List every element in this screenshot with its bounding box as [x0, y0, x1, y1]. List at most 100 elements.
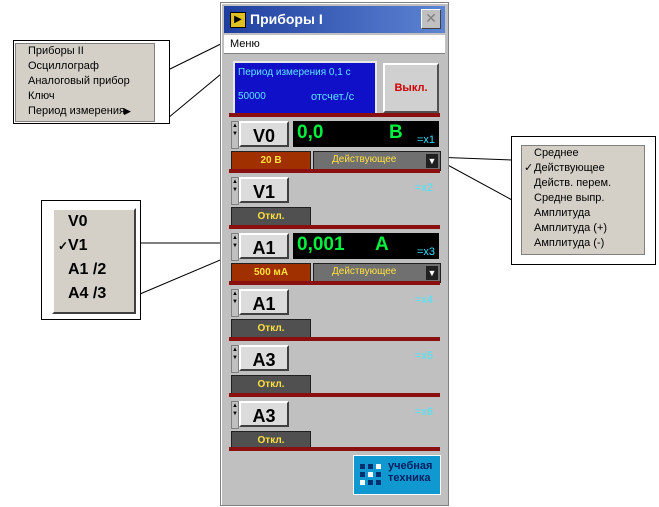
top-panel: Период измерения 0,1 с 50000 отсчет./с В… [233, 61, 439, 115]
range-selector[interactable]: 500 мА [231, 263, 311, 283]
divider [229, 169, 440, 173]
menu-item-label: Аналоговый прибор [28, 75, 130, 87]
channel-option-v1[interactable]: ✓V1 [54, 234, 134, 258]
check-icon: ✓ [524, 162, 534, 174]
dropdown-arrow-icon[interactable]: ▼ [426, 154, 438, 168]
multiplier-label: =x6 [414, 406, 433, 418]
menu-item-oscillograph[interactable]: Осциллограф [16, 59, 154, 74]
channel-6: ▲▼ A3 =x6 Откл. [229, 393, 441, 451]
mode-selector[interactable]: Действующее ▼ [313, 151, 441, 171]
channel-option-label: V0 [68, 213, 88, 230]
multiplier-label: =x2 [414, 182, 433, 194]
submenu-arrow-icon: ▶ [124, 106, 131, 116]
mode-value: Действующее [332, 266, 397, 277]
channel-name[interactable]: V0 [239, 121, 289, 147]
measured-unit: A [375, 234, 389, 255]
divider [229, 281, 440, 285]
divider [229, 337, 440, 341]
logo-line-2: техника [388, 472, 431, 484]
mode-item-label: Амплитуда (+) [534, 222, 608, 234]
app-icon: ▶ [230, 12, 246, 28]
channel-5: ▲▼ A3 =x5 Откл. [229, 337, 441, 395]
mode-item-label: Амплитуда [534, 207, 591, 219]
channel-name[interactable]: A3 [239, 401, 289, 427]
measured-value: 0,001 [297, 234, 345, 255]
channel-spinner[interactable]: ▲▼ [231, 345, 239, 373]
range-selector[interactable]: Откл. [231, 207, 311, 227]
channel-option-v0[interactable]: V0 [54, 210, 134, 234]
menu-popup: Приборы II Осциллограф Аналоговый прибор… [15, 43, 155, 122]
divider [229, 113, 440, 117]
mode-item-label: Средне выпр. [534, 192, 605, 204]
mode-popup: Среднее ✓Действующее Действ. перем. Сред… [521, 145, 645, 255]
logo-line-1: учебная [388, 460, 433, 472]
channel-3: ▲▼ A1 0,001 A =x3 500 мА Действующее ▼ [229, 225, 441, 283]
channel-option-label: A4 /3 [68, 285, 107, 302]
range-selector[interactable]: Откл. [231, 375, 311, 395]
channel-name[interactable]: A3 [239, 345, 289, 371]
menu-item-label: Осциллограф [28, 60, 99, 72]
channel-option-a1[interactable]: A1 /2 [54, 258, 134, 282]
menu-bar: Меню [224, 35, 445, 54]
channel-spinner[interactable]: ▲▼ [231, 121, 239, 149]
mode-value: Действующее [332, 154, 397, 165]
menu-item-analog-device[interactable]: Аналоговый прибор [16, 74, 154, 89]
instruments-window: ▶ Приборы I ✕ Меню Период измерения 0,1 … [220, 2, 449, 506]
channel-option-label: A1 /2 [68, 261, 107, 278]
mode-item-rectified-avg[interactable]: Средне выпр. [522, 191, 644, 206]
dropdown-arrow-icon[interactable]: ▼ [426, 266, 438, 280]
mode-item-label: Среднее [534, 147, 579, 159]
logo: учебная техника [353, 455, 441, 495]
period-display: Период измерения 0,1 с 50000 отсчет./с [233, 61, 377, 115]
mode-item-label: Действующее [534, 162, 605, 174]
channel-4: ▲▼ A1 =x4 Откл. [229, 281, 441, 339]
menu-item-measure-period[interactable]: Период измерения ▶ [16, 104, 154, 119]
mode-item-label: Амплитуда (-) [534, 237, 605, 249]
sample-count: 50000 [238, 91, 266, 102]
divider [229, 225, 440, 229]
mode-item-amplitude[interactable]: Амплитуда [522, 206, 644, 221]
mode-selector[interactable]: Действующее ▼ [313, 263, 441, 283]
value-display: 0,001 A =x3 [293, 233, 439, 259]
check-icon: ✓ [58, 239, 69, 253]
channel-1: ▲▼ V0 0,0 B =x1 20 B Действующее ▼ [229, 113, 441, 171]
multiplier-label: =x5 [414, 350, 433, 362]
mode-item-average[interactable]: Среднее [522, 146, 644, 161]
channel-name[interactable]: V1 [239, 177, 289, 203]
range-selector[interactable]: Откл. [231, 319, 311, 339]
mode-item-amplitude-plus[interactable]: Амплитуда (+) [522, 221, 644, 236]
title-bar: ▶ Приборы I ✕ [224, 6, 445, 33]
logo-text: учебная техника [388, 460, 432, 484]
close-button[interactable]: ✕ [421, 9, 441, 29]
channel-option-a4[interactable]: A4 /3 [54, 282, 134, 306]
off-button[interactable]: Выкл. [383, 63, 439, 113]
menu-item-label: Ключ [28, 90, 55, 102]
bottom-divider [229, 447, 440, 451]
mode-item-rms[interactable]: ✓Действующее [522, 161, 644, 176]
multiplier-label: =x3 [416, 246, 435, 258]
channel-2: ▲▼ V1 =x2 Откл. [229, 169, 441, 227]
mode-item-ac-rms[interactable]: Действ. перем. [522, 176, 644, 191]
period-label: Период измерения 0,1 с [238, 67, 351, 78]
sample-rate-unit: отсчет./с [311, 91, 355, 103]
mode-item-label: Действ. перем. [534, 177, 612, 189]
menu-item-label: Приборы II [28, 45, 84, 57]
range-selector[interactable]: 20 B [231, 151, 311, 171]
multiplier-label: =x1 [416, 134, 435, 146]
channel-name[interactable]: A1 [239, 233, 289, 259]
multiplier-label: =x4 [414, 294, 433, 306]
channel-spinner[interactable]: ▲▼ [231, 233, 239, 261]
value-display: 0,0 B =x1 [293, 121, 439, 147]
divider [229, 393, 440, 397]
channel-spinner[interactable]: ▲▼ [231, 401, 239, 429]
channel-name[interactable]: A1 [239, 289, 289, 315]
menu-item-pribory-2[interactable]: Приборы II [16, 44, 154, 59]
channel-option-label: V1 [68, 237, 88, 254]
menu-item-switch[interactable]: Ключ [16, 89, 154, 104]
window-title: Приборы I [250, 11, 323, 27]
channel-spinner[interactable]: ▲▼ [231, 289, 239, 317]
mode-item-amplitude-minus[interactable]: Амплитуда (-) [522, 236, 644, 251]
channel-spinner[interactable]: ▲▼ [231, 177, 239, 205]
measured-unit: B [389, 122, 403, 143]
menu-button[interactable]: Меню [230, 38, 260, 50]
